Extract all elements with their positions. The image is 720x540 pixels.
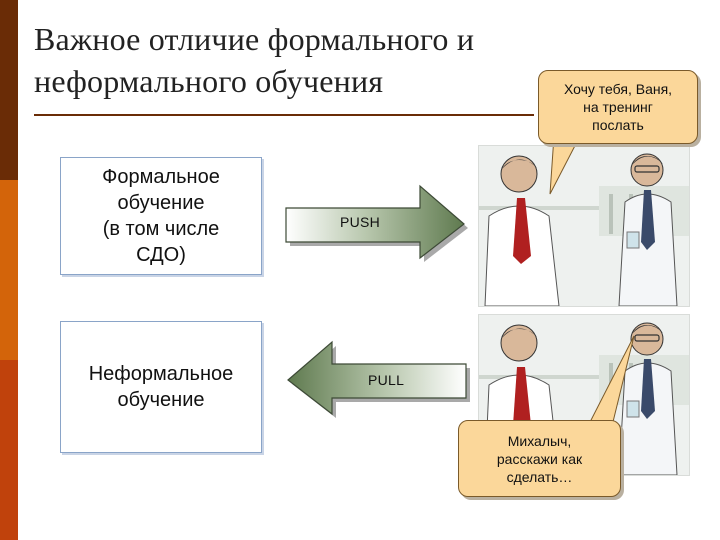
speech-bubble-bottom: Михалыч, расскажи как сделать… — [458, 420, 621, 497]
bubble-bottom-line-1: Михалыч, — [507, 432, 572, 449]
slide-title: Важное отличие формального и неформально… — [34, 18, 574, 102]
bubble-bottom-line-3: сделать… — [506, 468, 573, 485]
title-line-1: Важное отличие формального и — [34, 21, 475, 57]
side-bar-top — [0, 0, 18, 180]
top-bubble-tail — [549, 135, 581, 195]
bottom-bubble-tail — [587, 335, 635, 427]
bubble-top-line-3: послать — [592, 117, 644, 133]
side-bar-bottom — [0, 360, 18, 540]
formal-line-2: обучение — [117, 192, 205, 214]
push-label: PUSH — [340, 214, 381, 230]
bubble-top-line-1: Хочу тебя, Ваня, — [563, 81, 673, 97]
formal-line-1: Формальное — [102, 166, 220, 188]
title-line-2: неформального обучения — [34, 63, 384, 99]
informal-learning-box: Неформальное обучение — [60, 321, 262, 453]
pull-arrow — [287, 340, 470, 418]
push-arrow — [285, 184, 468, 262]
formal-line-4: СДО) — [136, 244, 186, 266]
title-underline — [34, 114, 534, 116]
formal-learning-box: Формальное обучение (в том числе СДО) — [60, 157, 262, 275]
informal-line-1: Неформальное — [88, 363, 234, 385]
side-bar-middle — [0, 180, 18, 360]
bubble-top-line-2: на тренинг — [583, 99, 653, 115]
photo-managers-talking-top — [478, 145, 690, 307]
bubble-bottom-line-2: расскажи как — [496, 450, 583, 467]
informal-line-2: обучение — [117, 389, 205, 411]
formal-line-3: (в том числе — [102, 218, 220, 240]
pull-label: PULL — [368, 372, 405, 388]
speech-bubble-top: Хочу тебя, Ваня, на тренинг послать — [538, 70, 698, 144]
